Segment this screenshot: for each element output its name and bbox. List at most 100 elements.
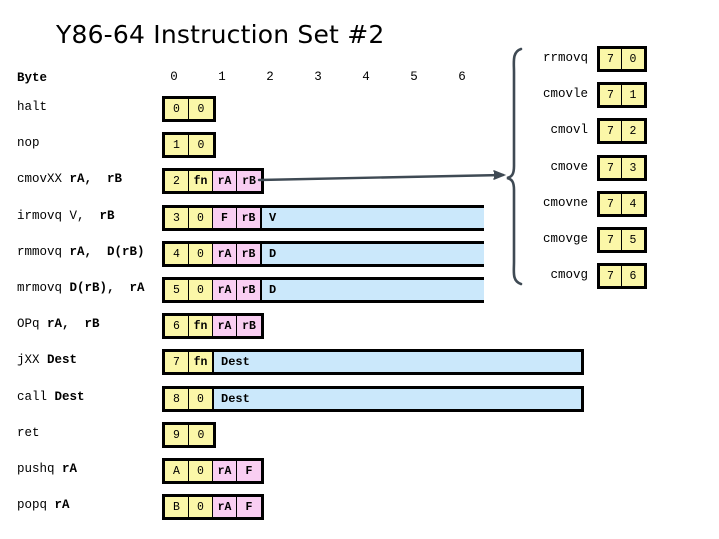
instruction-mnemonic: pushq — [17, 462, 63, 476]
cmov-label-rrmovq: rrmovq — [542, 51, 588, 65]
encoding-cell-opcode: 3 — [165, 208, 189, 228]
instruction-operands: rA — [54, 498, 70, 512]
instruction-mnemonic: call — [17, 390, 55, 404]
cmov-label-cmovne: cmovne — [542, 196, 588, 210]
encoding-cell-opcode: B — [165, 497, 189, 517]
encoding-cell-opcode: 7 — [165, 352, 189, 372]
encoding-cell-opcode: 0 — [189, 461, 213, 481]
instruction-mnemonic: popq — [17, 498, 55, 512]
byte-header-label: Byte — [17, 71, 48, 85]
encoding-cell-opcode: 0 — [189, 208, 213, 228]
instruction-label-1: nop — [17, 136, 40, 150]
encoding-cell-register: rB — [237, 316, 261, 336]
encoding-cell-opcode: A — [165, 461, 189, 481]
cmov-function-nibble: 6 — [622, 266, 644, 286]
encoding-cell-register: rA — [213, 171, 237, 191]
cmov-function-nibble: 2 — [622, 121, 644, 141]
instruction-mnemonic: irmovq V, — [17, 209, 100, 223]
encoding-cell-opcode: 0 — [165, 99, 189, 119]
byte-number-4: 4 — [362, 70, 370, 84]
encoding-cell-opcode-bold: fn — [189, 352, 213, 372]
encoding-cell-opcode: 0 — [189, 389, 213, 409]
encoding-cell-register: rA — [213, 244, 237, 264]
encoding-cell-opcode: 8 — [165, 389, 189, 409]
cmov-function-nibble: 0 — [622, 49, 644, 69]
encoding-cell-opcode: 0 — [189, 244, 213, 264]
encoding-cell-opcode-bold: fn — [189, 316, 213, 336]
instruction-label-5: mrmovq D(rB), rA — [17, 281, 145, 295]
instruction-operands: rA, D(rB) — [69, 245, 145, 259]
cmov-arrow-line — [257, 173, 505, 182]
encoding-cell-opcode: 1 — [165, 135, 189, 155]
instruction-label-0: halt — [17, 100, 47, 114]
encoding-cell-opcode: 0 — [189, 425, 213, 445]
encoding-cell-register: rA — [213, 280, 237, 300]
instruction-operands: rA — [62, 462, 78, 476]
encoding-cell-opcode-bold: fn — [189, 171, 213, 191]
encoding-cell-register: rB — [237, 171, 261, 191]
cmov-label-cmovl: cmovl — [550, 123, 588, 137]
instruction-operands: rA, rB — [47, 317, 100, 331]
encoding-cell-opcode: 0 — [189, 497, 213, 517]
instruction-mnemonic: rmmovq — [17, 245, 70, 259]
instruction-label-6: OPq rA, rB — [17, 317, 100, 331]
encoding-cell-opcode: 0 — [189, 280, 213, 300]
instruction-operands: Dest — [54, 390, 85, 404]
instruction-label-10: pushq rA — [17, 462, 77, 476]
instruction-label-9: ret — [17, 426, 40, 440]
instruction-mnemonic: jXX — [17, 353, 48, 367]
byte-number-6: 6 — [458, 70, 466, 84]
byte-number-2: 2 — [266, 70, 274, 84]
instruction-mnemonic: nop — [17, 136, 40, 150]
encoding-cell-register: rA — [213, 461, 237, 481]
instruction-label-4: rmmovq rA, D(rB) — [17, 245, 145, 259]
cmov-function-nibble: 1 — [622, 85, 644, 105]
encoding-constant-field: Dest — [213, 352, 581, 372]
encoding-cell-opcode: 2 — [165, 171, 189, 191]
cmov-function-nibble: 4 — [622, 194, 644, 214]
cmov-arrow-head — [493, 170, 507, 180]
instruction-operands: D(rB), rA — [69, 281, 145, 295]
instruction-label-7: jXX Dest — [17, 353, 77, 367]
instruction-mnemonic: cmovXX — [17, 172, 70, 186]
byte-number-3: 3 — [314, 70, 322, 84]
encoding-constant-field: V — [261, 208, 484, 228]
instruction-label-8: call Dest — [17, 390, 85, 404]
encoding-cell-opcode: 6 — [165, 316, 189, 336]
instruction-mnemonic: mrmovq — [17, 281, 70, 295]
cmov-label-cmovle: cmovle — [542, 87, 588, 101]
instruction-label-3: irmovq V, rB — [17, 209, 115, 223]
cmov-opcode-nibble: 7 — [600, 158, 622, 178]
instruction-mnemonic: ret — [17, 426, 40, 440]
encoding-cell-opcode: 0 — [189, 135, 213, 155]
encoding-cell-register: rB — [237, 280, 261, 300]
encoding-cell-register: rB — [237, 244, 261, 264]
cmov-opcode-nibble: 7 — [600, 266, 622, 286]
encoding-cell-register: rA — [213, 316, 237, 336]
cmov-opcode-nibble: 7 — [600, 194, 622, 214]
cmov-label-cmovge: cmovge — [542, 232, 588, 246]
byte-number-1: 1 — [218, 70, 226, 84]
cmov-opcode-nibble: 7 — [600, 121, 622, 141]
instruction-label-11: popq rA — [17, 498, 70, 512]
byte-number-5: 5 — [410, 70, 418, 84]
cmov-opcode-nibble: 7 — [600, 49, 622, 69]
cmov-function-nibble: 5 — [622, 230, 644, 250]
encoding-cell-opcode: 9 — [165, 425, 189, 445]
